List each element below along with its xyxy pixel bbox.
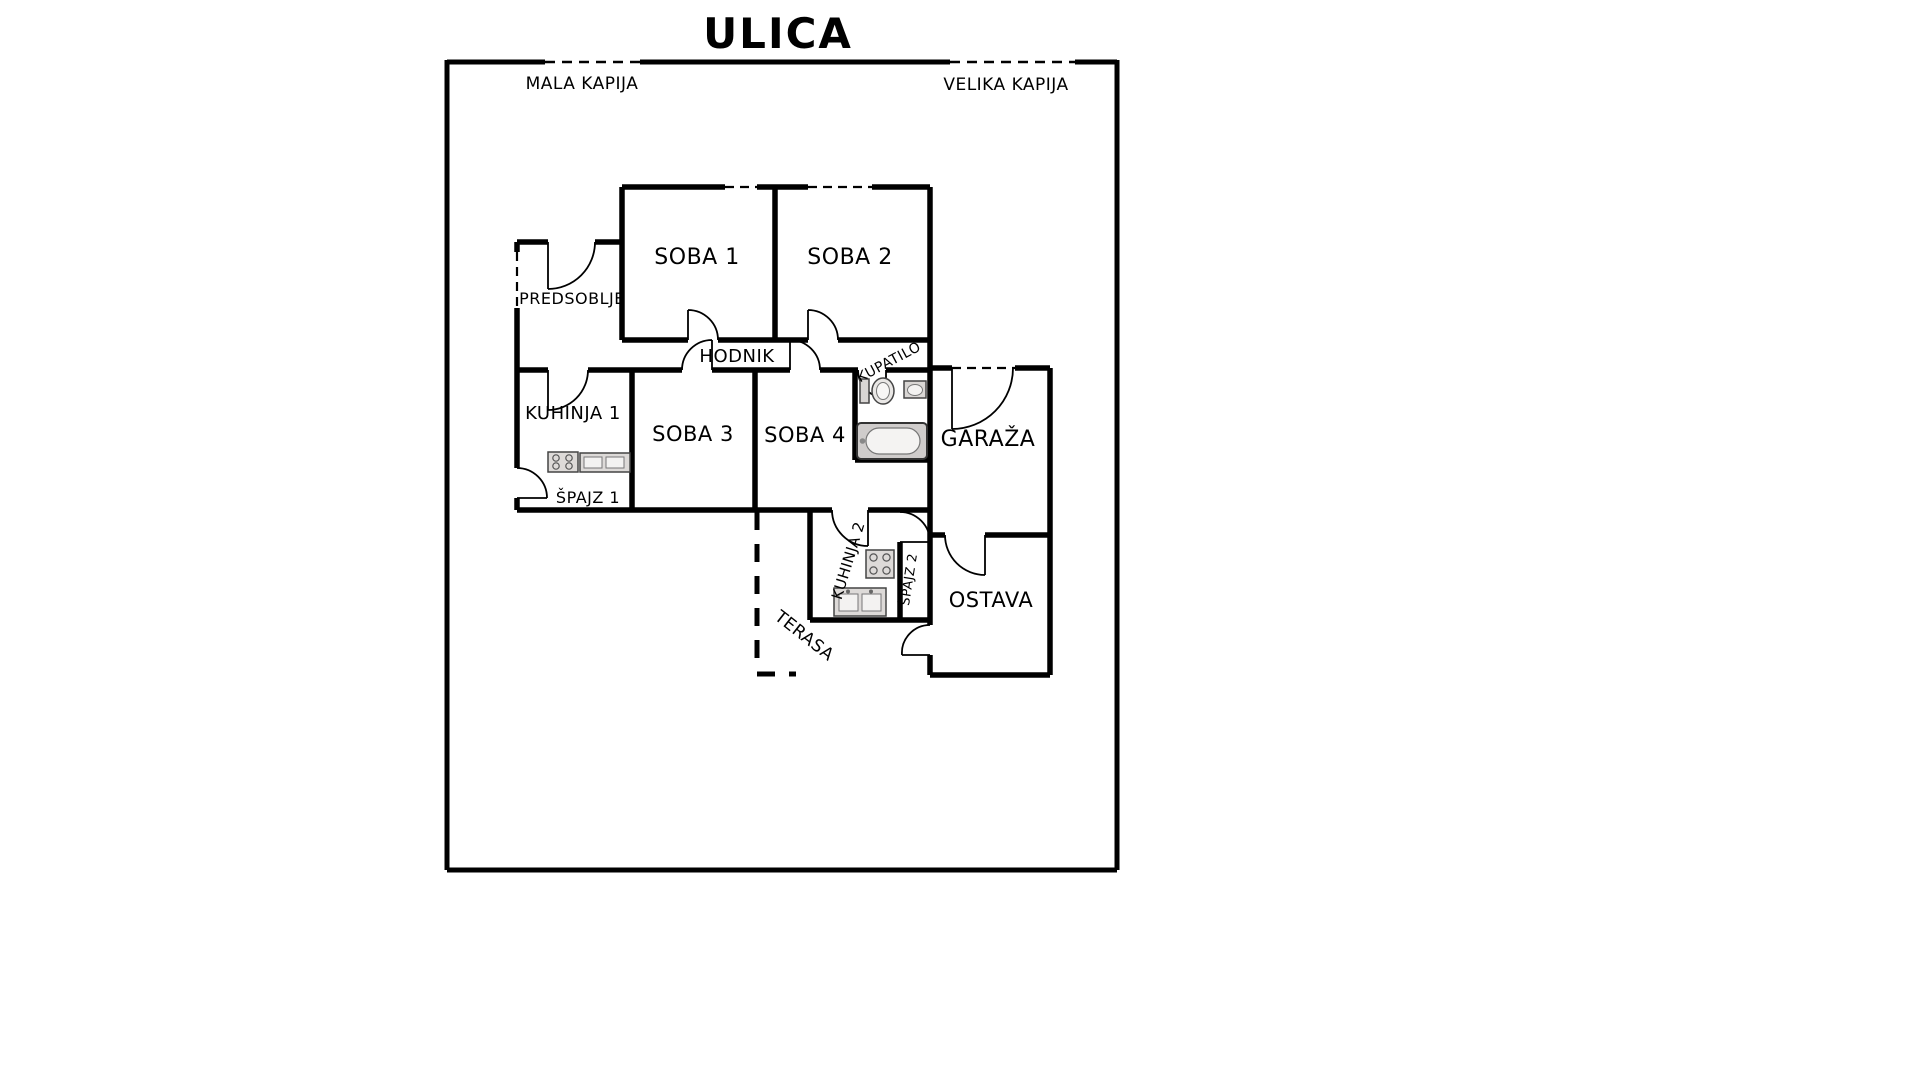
bathroom-sink-icon [903,380,927,399]
house-walls [514,184,1053,678]
small-gate-label: MALA KAPIJA [526,74,639,94]
toilet-icon [859,377,895,405]
terrace-dashed-lines [754,512,796,677]
large-gate-label: VELIKA KAPIJA [943,75,1068,95]
labels: ULICA MALA KAPIJA VELIKA KAPIJA SOBA 1 S… [519,9,1068,665]
door-swing-arcs [516,241,1014,656]
property-boundary [444,59,1120,873]
kitchen-sink-icon [833,587,887,617]
room-label-hodnik: HODNIK [699,346,775,367]
room-label-kupatilo: KUPATILO [854,339,923,386]
room-label-soba-3: SOBA 3 [652,422,734,446]
kitchen-sink-icon [579,452,631,473]
kitchen2-fixtures [833,549,895,617]
wall-lines [514,184,1053,678]
room-label-kuhinja-1: KUHINJA 1 [525,403,621,424]
doors [516,241,1014,656]
bathroom-fixtures [856,377,928,460]
street-label: ULICA [703,9,853,58]
room-label-garaza: GARAŽA [941,426,1036,452]
room-label-spajz-1: ŠPAJZ 1 [556,488,620,507]
stove-icon [547,451,579,473]
room-label-soba-2: SOBA 2 [807,245,892,270]
kitchen1-fixtures [547,451,631,473]
stove-icon [865,549,895,579]
room-label-ostava: OSTAVA [949,588,1034,612]
room-label-terasa: TERASA [770,606,838,665]
terrace-boundary [754,512,796,677]
room-label-soba-4: SOBA 4 [764,423,846,447]
boundary-walls [444,59,1120,873]
window-lines [515,185,1015,370]
bathtub-icon [856,422,928,460]
room-label-soba-1: SOBA 1 [654,245,739,270]
room-label-predsoblje: PREDSOBLJE [519,289,625,308]
